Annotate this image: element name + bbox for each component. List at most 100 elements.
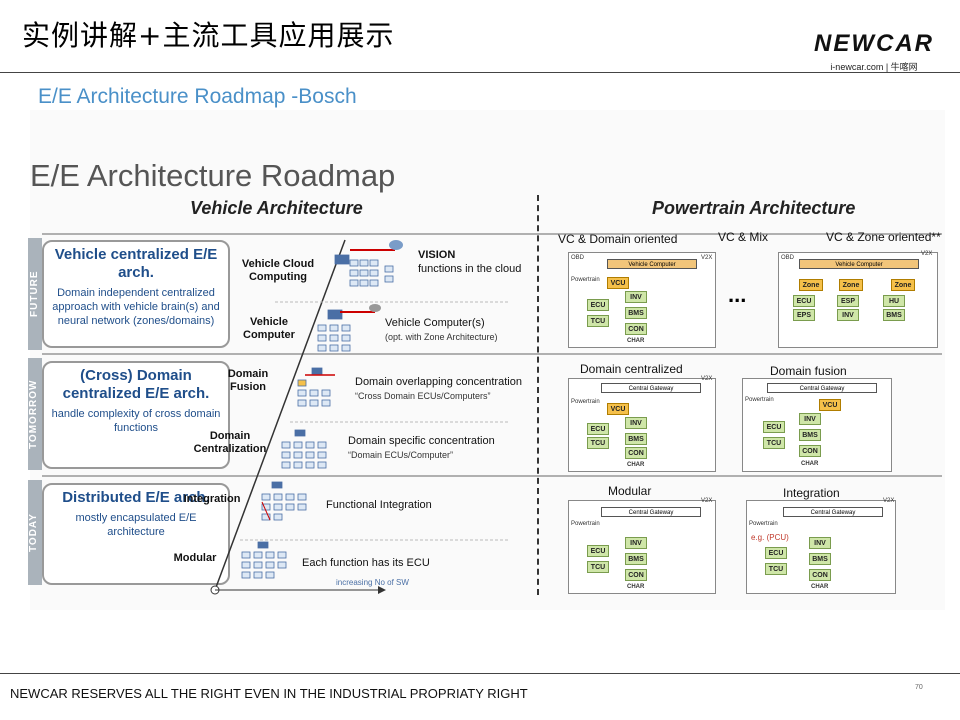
newcar-logo: NEWCAR i-newcar.com | 牛喀网 <box>814 30 934 73</box>
slide-subtitle: E/E Architecture Roadmap -Bosch <box>38 85 357 108</box>
chip-ecu: ECU <box>587 423 609 435</box>
pt-diagram-vc-zone: Vehicle Computer Zone Zone Zone ECU EPS … <box>778 251 938 348</box>
domain-fusion-cluster-icon <box>297 367 335 407</box>
char-label: CHAR <box>811 584 829 590</box>
pt-title-domain-fusion: Domain fusion <box>770 364 847 378</box>
powertrain-label: Powertrain <box>571 399 600 405</box>
arch-desc: mostly encapsulated E/E architecture <box>75 512 197 538</box>
central-gateway-block: Central Gateway <box>767 383 877 393</box>
v2x-label: V2X <box>701 376 713 382</box>
pt-diagram-domain-centralized: Central Gateway VCU ECU TCU INV BMS CON … <box>568 376 716 472</box>
desc-sub: “Domain ECUs/Computer” <box>348 450 454 460</box>
obd-label: OBD <box>571 255 585 261</box>
chip-eps: EPS <box>793 309 815 321</box>
desc-main: Vehicle Computer(s) <box>385 317 485 329</box>
v2x-label: V2X <box>883 498 895 504</box>
chip-con: CON <box>799 445 821 457</box>
powertrain-label: Powertrain <box>745 397 774 403</box>
domain-centralization-cluster-icon <box>281 429 327 469</box>
integration-cluster-icon <box>261 481 307 521</box>
step-desc-domain-fusion: Domain overlapping concentration “Cross … <box>355 375 535 403</box>
chip-tcu: TCU <box>587 315 609 327</box>
powertrain-architecture-heading: Powertrain Architecture <box>652 198 856 218</box>
chip-ecu: ECU <box>587 545 609 557</box>
chip-hu: HU <box>883 295 905 307</box>
desc-sub: “Cross Domain ECUs/Computers” <box>355 391 491 401</box>
evolution-line <box>214 239 346 591</box>
desc-main: VISION <box>418 249 456 261</box>
arch-title: Vehicle centralized E/E arch. <box>54 246 218 281</box>
v2x-label: V2X <box>701 255 713 261</box>
chip-tcu: TCU <box>763 437 785 449</box>
step-label-vehicle-computer: Vehicle Computer <box>243 316 295 341</box>
step-desc-domain-centralization: Domain specific concentration “Domain EC… <box>348 434 533 462</box>
step-desc-vehicle-computer: Vehicle Computer(s) (opt. with Zone Arch… <box>385 316 535 344</box>
step-desc-modular: Each function has its ECU <box>302 557 430 569</box>
v2x-label: V2X <box>701 498 713 504</box>
logo-subtext: i-newcar.com | 牛喀网 <box>830 62 918 72</box>
step-label-domain-centralization: Domain Centralization <box>193 430 267 455</box>
arch-title: Distributed E/E arch. <box>62 489 210 506</box>
powertrain-label: Powertrain <box>749 521 778 527</box>
chip-bms: BMS <box>625 553 647 565</box>
chip-inv: INV <box>837 309 859 321</box>
chip-con: CON <box>625 569 647 581</box>
vehicle-architecture-heading: Vehicle Architecture <box>190 198 363 218</box>
desc-sub: functions in the cloud <box>418 263 522 275</box>
char-label: CHAR <box>801 461 819 467</box>
chip-con: CON <box>625 447 647 459</box>
page-number: 70 <box>915 684 923 691</box>
chip-inv: INV <box>625 417 647 429</box>
eg-pcu-label: e.g. (PCU) <box>751 533 789 542</box>
chip-zone: Zone <box>891 279 915 291</box>
chip-bms: BMS <box>883 309 905 321</box>
desc-main: Domain overlapping concentration <box>355 376 522 388</box>
footer-text: NEWCAR RESERVES ALL THE RIGHT EVEN IN TH… <box>10 686 528 701</box>
chip-ecu: ECU <box>763 421 785 433</box>
chip-inv: INV <box>625 291 647 303</box>
phase-label-today: TODAY <box>28 480 42 585</box>
chip-con: CON <box>625 323 647 335</box>
band-divider <box>42 233 942 235</box>
desc-sub: (opt. with Zone Architecture) <box>385 332 498 342</box>
sw-axis-arrow <box>378 586 386 594</box>
phase-label-future: FUTURE <box>28 238 42 350</box>
chip-tcu: TCU <box>587 437 609 449</box>
pt-title-domain-centralized: Domain centralized <box>580 362 683 376</box>
vehicle-computer-block: Vehicle Computer <box>607 259 697 269</box>
char-label: CHAR <box>627 584 645 590</box>
arch-box-distributed: Distributed E/E arch. mostly encapsulate… <box>42 483 230 585</box>
char-label: CHAR <box>627 462 645 468</box>
chip-vcu: VCU <box>607 277 629 289</box>
vehicle-computer-cluster-icon <box>317 304 381 352</box>
chip-zone: Zone <box>839 279 863 291</box>
pt-diagram-integration: Central Gateway e.g. (PCU) ECU TCU INV B… <box>746 498 896 594</box>
chip-tcu: TCU <box>587 561 609 573</box>
pt-title-modular: Modular <box>608 484 652 498</box>
chip-con: CON <box>809 569 831 581</box>
chip-vcu: VCU <box>819 399 841 411</box>
ellipsis: ... <box>728 282 747 307</box>
band-divider <box>42 475 942 477</box>
logo-text: NEWCAR <box>814 30 934 57</box>
modular-cluster-icon <box>241 541 287 579</box>
pt-diagram-modular: Central Gateway ECU TCU INV BMS CON CHAR… <box>568 498 716 594</box>
arch-title: (Cross) Domain centralized E/E arch. <box>62 367 210 402</box>
roadmap-title: E/E Architecture Roadmap <box>30 158 396 193</box>
chip-ecu: ECU <box>793 295 815 307</box>
obd-label: OBD <box>781 255 795 261</box>
arch-box-domain-centralized: (Cross) Domain centralized E/E arch. han… <box>42 361 230 469</box>
chip-esp: ESP <box>837 295 859 307</box>
vehicle-computer-block: Vehicle Computer <box>799 259 919 269</box>
step-label-domain-fusion: Domain Fusion <box>227 368 269 393</box>
chip-ecu: ECU <box>587 299 609 311</box>
chip-tcu: TCU <box>765 563 787 575</box>
powertrain-label: Powertrain <box>571 521 600 527</box>
char-label: CHAR <box>627 338 645 344</box>
cloud-cluster-icon <box>334 240 403 287</box>
step-desc-vision: VISION functions in the cloud <box>418 248 528 276</box>
pt-title-vc-mix: VC & Mix <box>718 230 769 244</box>
chip-bms: BMS <box>809 553 831 565</box>
arch-desc: Domain independent centralized approach … <box>52 287 220 327</box>
central-gateway-block: Central Gateway <box>783 507 883 517</box>
